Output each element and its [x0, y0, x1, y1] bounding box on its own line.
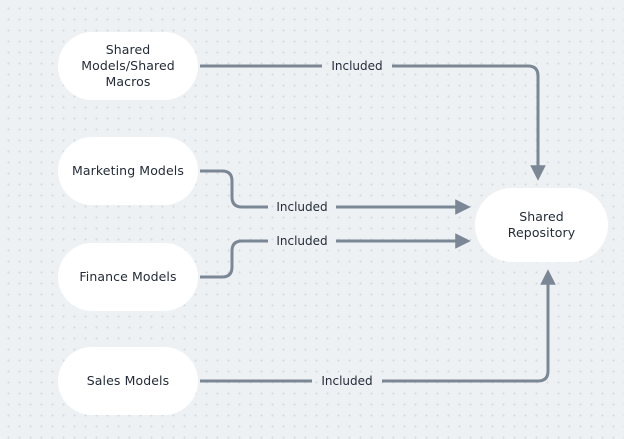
node-shared-repository[interactable]: Shared Repository [475, 188, 608, 262]
node-shared-models[interactable]: Shared Models/Shared Macros [58, 32, 198, 100]
node-sales-models[interactable]: Sales Models [58, 347, 198, 415]
node-sales-models-label: Sales Models [86, 373, 170, 388]
edge-sales-models-to-repository [200, 272, 548, 383]
edge-label-marketing-models: Included [273, 200, 331, 214]
node-finance-models-label: Finance Models [79, 269, 177, 284]
edge-shared-models-to-repository [200, 64, 538, 178]
node-marketing-models[interactable]: Marketing Models [58, 137, 198, 205]
node-shared-models-line2: Models/Shared [81, 58, 175, 73]
node-finance-models[interactable]: Finance Models [58, 243, 198, 311]
edge-finance-models-to-repository [200, 241, 468, 279]
node-shared-models-line1: Shared [105, 42, 151, 57]
node-marketing-models-label: Marketing Models [72, 163, 184, 178]
edge-label-finance-models: Included [273, 234, 331, 248]
edge-label-sales-models: Included [318, 374, 376, 388]
node-shared-models-line3: Macros [105, 74, 151, 89]
edge-label-shared-models: Included [328, 59, 386, 73]
edge-marketing-models-to-repository [200, 169, 468, 207]
node-shared-repository-label: Shared Repository [507, 209, 576, 240]
